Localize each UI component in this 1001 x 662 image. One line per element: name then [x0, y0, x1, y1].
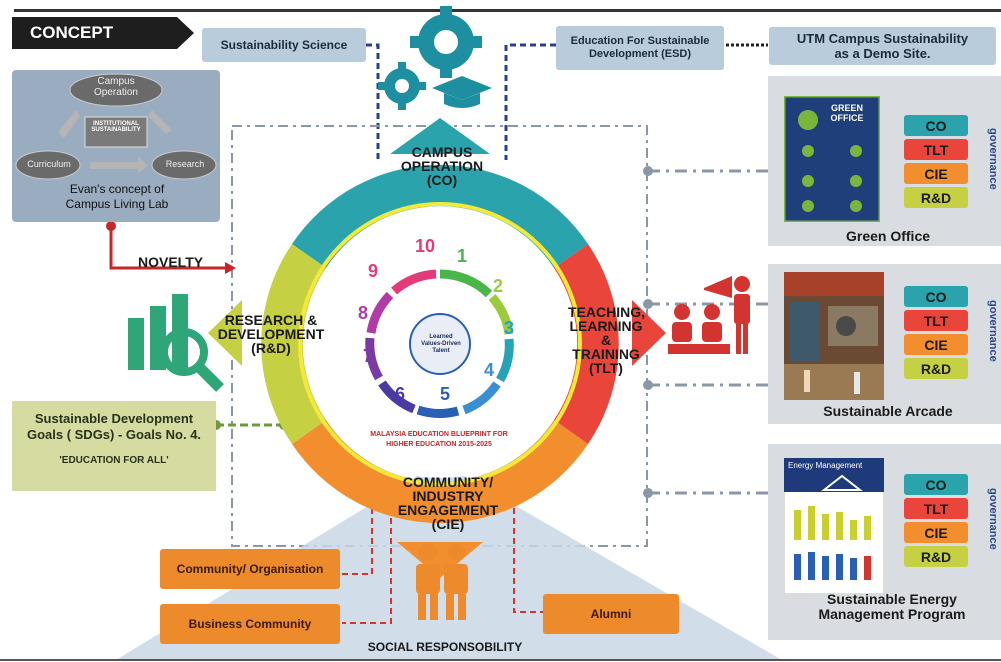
green-office-panel: GREEN OFFICE CO TLT CIE R&D governance G…	[768, 76, 1001, 246]
gov-tlt-button: TLT	[904, 139, 968, 160]
blueprint-number-6: 6	[395, 384, 406, 404]
sustainability-science-box: Sustainability Science	[202, 28, 366, 62]
sustainability-science-label: Sustainability Science	[220, 38, 348, 52]
gov-co-button: CO	[904, 474, 968, 495]
green-office-poster-title: GREEN OFFICE	[830, 103, 864, 123]
green-office-poster	[784, 96, 880, 222]
governance-buttons-energy: CO TLT CIE R&D	[904, 474, 968, 570]
esd-box: Education For Sustainable Development (E…	[556, 26, 724, 70]
business-community-box: Business Community	[160, 604, 340, 644]
energy-management-panel: Energy Management CO TLT CIE R&D governa…	[768, 444, 1001, 640]
gov-co-button: CO	[904, 115, 968, 136]
blueprint-number-3: 3	[504, 318, 515, 338]
sdg-subtitle: 'EDUCATION FOR ALL'	[59, 455, 169, 466]
blueprint-center: Learned Values-Driven Talent	[421, 334, 461, 354]
bottom-rule	[0, 659, 1001, 661]
blueprint-number-1: 1	[457, 246, 468, 266]
green-office-caption: Green Office	[845, 228, 931, 244]
gov-cie-button: CIE	[904, 522, 968, 543]
tlt-arrow	[632, 300, 666, 366]
evans-concept-panel: Campus Operation INSTITUTIONAL SUSTAINAB…	[12, 70, 220, 222]
energy-management-caption: Sustainable Energy Management Program	[818, 591, 966, 622]
esd-label: Education For Sustainable Development (E…	[570, 35, 710, 60]
blueprint-number-5: 5	[440, 384, 451, 404]
co-arrow	[390, 118, 490, 154]
energy-poster	[784, 458, 884, 594]
governance-buttons-green-office: CO TLT CIE R&D	[904, 115, 968, 211]
governance-buttons-arcade: CO TLT CIE R&D	[904, 286, 968, 382]
gov-cie-button: CIE	[904, 163, 968, 184]
blueprint-number-10: 10	[415, 236, 436, 256]
ring-label-tlt: TEACHING, LEARNING & TRAINING (TLT)	[568, 304, 645, 376]
evans-diagram	[15, 73, 217, 180]
evans-node-campus: Campus Operation	[94, 76, 138, 98]
governance-label-1: governance	[987, 128, 999, 190]
governance-label-2: governance	[987, 300, 999, 362]
alumni-label: Alumni	[590, 607, 632, 621]
business-community-label: Business Community	[188, 617, 312, 631]
social-people-icon	[416, 543, 468, 620]
utm-demo-label: UTM Campus Sustainability as a Demo Site…	[796, 31, 969, 61]
evans-node-curriculum: Curriculum	[27, 159, 71, 169]
gov-co-button: CO	[904, 286, 968, 307]
blueprint-number-7: 7	[363, 346, 374, 366]
sdg-title: Sustainable Development Goals ( SDGs) - …	[26, 411, 202, 442]
ring-segment-cie	[292, 420, 588, 524]
ring-label-rd: RESEARCH & DEVELOPMENT (R&D)	[217, 312, 325, 356]
novelty-label: NOVELTY	[138, 254, 204, 270]
teaching-people-icon	[668, 276, 750, 354]
community-organisation-box: Community/ Organisation	[160, 549, 340, 589]
gov-rd-button: R&D	[904, 546, 968, 567]
blueprint-number-2: 2	[493, 276, 504, 296]
top-rule	[14, 9, 1001, 12]
main-ring	[261, 164, 619, 524]
gov-rd-button: R&D	[904, 187, 968, 208]
community-organisation-label: Community/ Organisation	[176, 562, 324, 576]
ring-label-cie: COMMUNITY/ INDUSTRY ENGAGEMENT (CIE)	[397, 474, 499, 532]
arcade-photo	[784, 272, 884, 400]
concept-banner-shape	[12, 17, 194, 49]
concept-title: CONCEPT	[30, 23, 114, 42]
gov-rd-button: R&D	[904, 358, 968, 379]
blueprint-number-8: 8	[358, 303, 369, 323]
concept-banner: CONCEPT	[12, 17, 197, 49]
blueprint-caption: MALAYSIA EDUCATION BLUEPRINT FOR HIGHER …	[370, 431, 508, 448]
rd-arrow	[208, 300, 242, 366]
blueprint-number-9: 9	[368, 261, 379, 281]
sustainable-arcade-panel: CO TLT CIE R&D governance Sustainable Ar…	[768, 264, 1001, 424]
energy-poster-title: Energy Management	[788, 461, 863, 470]
utm-demo-box: UTM Campus Sustainability as a Demo Site…	[769, 27, 996, 65]
governance-label-3: governance	[987, 488, 999, 550]
blueprint-number-4: 4	[484, 360, 495, 380]
social-responsibility-label: SOCIAL RESPONSOBILITY	[367, 640, 523, 654]
ring-segment-co	[292, 164, 588, 268]
ring-label-co: CAMPUS OPERATION (CO)	[400, 144, 484, 188]
evans-caption: Evan's concept of Campus Living Lab	[65, 182, 169, 211]
gov-cie-button: CIE	[904, 334, 968, 355]
evans-node-center: INSTITUTIONAL SUSTAINABILITY	[91, 121, 141, 133]
sustainable-arcade-caption: Sustainable Arcade	[823, 403, 953, 419]
evans-node-research: Research	[165, 159, 205, 169]
research-chart-icon	[128, 294, 224, 392]
gears-cap-icon	[378, 6, 492, 110]
sdg-box: Sustainable Development Goals ( SDGs) - …	[12, 401, 216, 491]
gov-tlt-button: TLT	[904, 310, 968, 331]
alumni-box: Alumni	[543, 594, 679, 634]
gov-tlt-button: TLT	[904, 498, 968, 519]
